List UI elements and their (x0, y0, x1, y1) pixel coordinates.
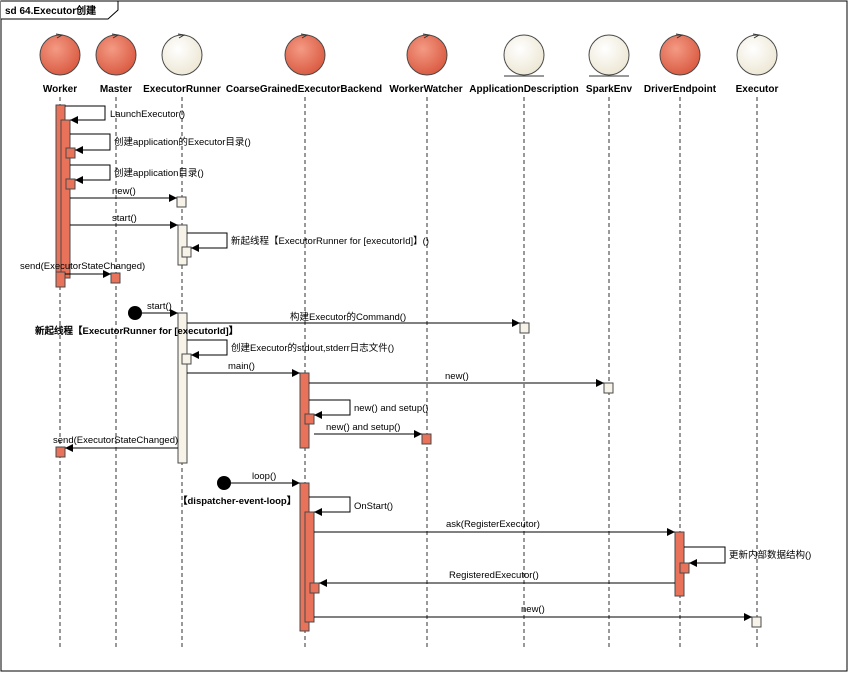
message-label: new() (521, 604, 545, 615)
lifeline-sparkenv[interactable]: SparkEnv (586, 34, 633, 95)
lifeline-label: Master (100, 84, 132, 95)
activation-bar (603, 382, 614, 394)
initial-node (128, 306, 142, 320)
message-label: start() (112, 213, 137, 224)
activation-bar (299, 372, 310, 449)
activation-bar (177, 224, 188, 266)
lifeline-executorrunner[interactable]: ExecutorRunner (143, 33, 221, 95)
lifeline-label: ExecutorRunner (143, 84, 221, 95)
activation-bar (65, 178, 76, 190)
activation-bar (110, 272, 121, 284)
activation-bar (751, 616, 762, 628)
message-label: send(ExecutorStateChanged) (20, 261, 145, 272)
message-label: new() (112, 186, 136, 197)
message-label: main() (228, 361, 255, 372)
activation-bar (65, 147, 76, 159)
initial-node (217, 476, 231, 490)
message-label: 创建application目录() (114, 167, 204, 179)
lifeline-label: ApplicationDescription (469, 84, 578, 95)
activation-bar (421, 433, 432, 445)
message-label: 创建Executor的stdout,stderr日志文件() (231, 342, 394, 354)
message-label: LaunchExecutor() (110, 109, 185, 120)
lifeline-executor[interactable]: Executor (736, 33, 779, 95)
thread-note: 【dispatcher-event-loop】 (178, 495, 296, 507)
frame-tab (1, 0, 119, 20)
lifeline-label: WorkerWatcher (389, 84, 462, 95)
control-icon (161, 34, 203, 76)
lifeline-worker[interactable]: Worker (39, 33, 81, 95)
lifeline-label: Executor (736, 84, 779, 95)
lifeline-driverendpoint[interactable]: DriverEndpoint (644, 33, 717, 95)
frame-title: sd 64.Executor创建 (5, 4, 97, 17)
message-labels: LaunchExecutor() 创建application的Executor目… (20, 109, 811, 615)
activation-bar (181, 246, 192, 258)
entity-icon (588, 34, 630, 76)
lifeline-dashes (59, 97, 758, 650)
message-label: ask(RegisterExecutor) (446, 519, 540, 530)
control-icon (95, 34, 137, 76)
control-icon (39, 34, 81, 76)
thread-note: 新起线程【ExecutorRunner for [executorId]】 (35, 325, 238, 337)
lifeline-label: CoarseGrainedExecutorBackend (226, 84, 382, 95)
message-label: RegisteredExecutor() (449, 570, 539, 581)
message-label: 更新内部数据结构() (729, 549, 811, 561)
activation-bar (55, 271, 66, 288)
activation-bars (55, 104, 762, 632)
control-icon (736, 34, 778, 76)
message-label: OnStart() (354, 501, 393, 512)
message-label: send(ExecutorStateChanged) (53, 435, 178, 446)
lifeline-applicationdescription[interactable]: ApplicationDescription (469, 34, 579, 95)
message-label: 构建Executor的Command() (290, 311, 406, 323)
lifeline-workerwatcher[interactable]: WorkerWatcher (389, 33, 463, 95)
activation-bar (60, 119, 71, 279)
entity-icon (503, 34, 545, 76)
message-label: 新起线程【ExecutorRunner for [executorId]】() (231, 235, 429, 247)
control-icon (284, 34, 326, 76)
activation-bar (177, 312, 188, 464)
activation-bar (309, 582, 320, 594)
message-label: 创建application的Executor目录() (114, 136, 251, 148)
lifeline-label: Worker (43, 84, 77, 95)
activation-bar (519, 322, 530, 334)
activation-bar (304, 511, 315, 623)
activation-bar (55, 446, 66, 458)
message-arrows (65, 105, 752, 621)
activation-bar (176, 196, 187, 208)
control-icon (406, 34, 448, 76)
message-label: new() and setup() (326, 422, 400, 433)
message-label: new() (445, 371, 469, 382)
activation-bar (304, 413, 315, 425)
activation-bar (181, 353, 192, 365)
lifeline-coarsegrainedexecutorbackend[interactable]: CoarseGrainedExecutorBackend (226, 33, 382, 95)
message-label: loop() (252, 471, 276, 482)
message-label: new() and setup() (354, 403, 428, 414)
lifeline-label: DriverEndpoint (644, 84, 717, 95)
lifeline-label: SparkEnv (586, 84, 633, 95)
lifeline-master[interactable]: Master (95, 33, 137, 95)
message-label: start() (147, 301, 172, 312)
activation-bar (679, 562, 690, 574)
control-icon (659, 34, 701, 76)
